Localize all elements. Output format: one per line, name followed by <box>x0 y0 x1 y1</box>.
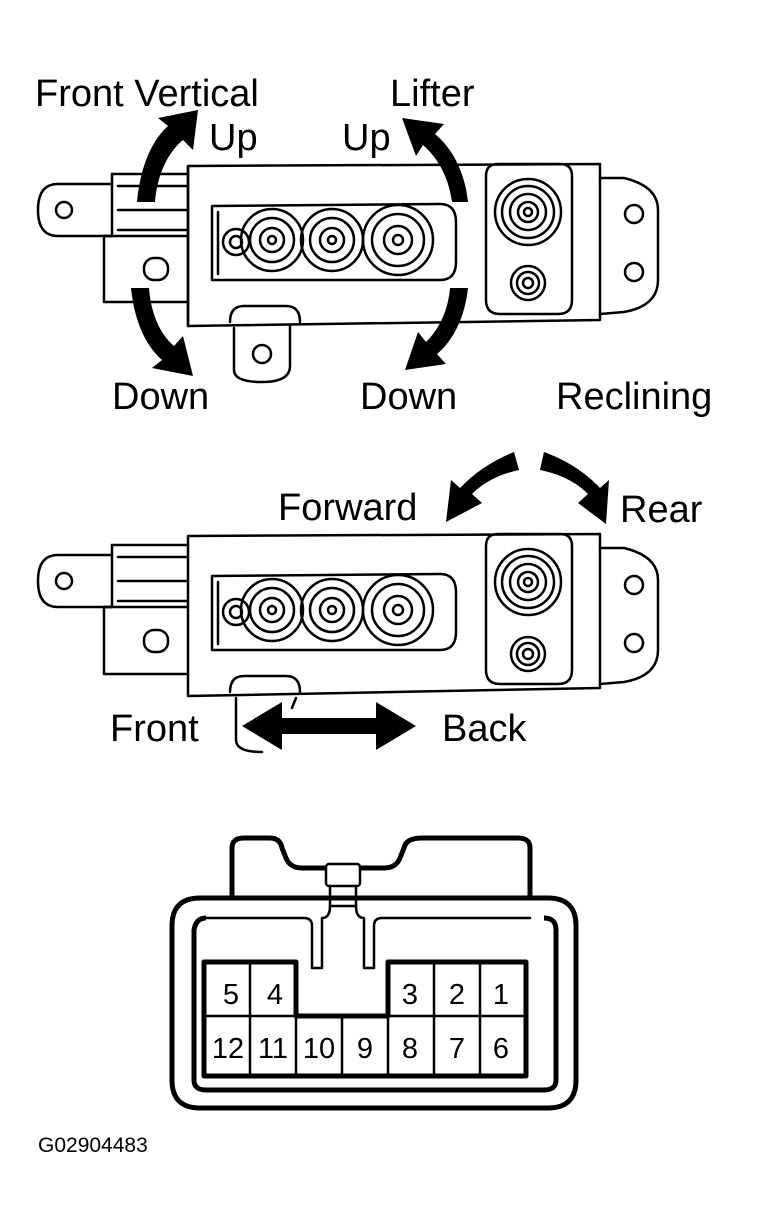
pin-3: 3 <box>402 979 418 1011</box>
mid-rear-vertical-knob <box>361 573 435 647</box>
pin-7: 7 <box>449 1033 465 1065</box>
pin-12: 12 <box>212 1033 244 1065</box>
forward-arrow <box>446 452 519 522</box>
front-vertical-down-arrow <box>131 288 193 376</box>
reclining-knob <box>493 177 563 247</box>
connector <box>169 835 579 1111</box>
back-label: Back <box>442 708 527 750</box>
pin-4: 4 <box>267 979 283 1011</box>
rear-arrow <box>540 452 609 524</box>
rear-vertical-knob <box>361 203 435 277</box>
middle-switch-body <box>36 532 660 754</box>
mid-lumbar-knob <box>509 635 547 673</box>
figure-code: G02904483 <box>38 1134 148 1157</box>
slide-knob <box>299 207 365 273</box>
lifter-down-arrow <box>405 288 468 370</box>
mid-slide-knob <box>299 577 365 643</box>
front-back-arrow <box>242 702 416 750</box>
lifter-down-label: Down <box>360 376 457 418</box>
lifter-knob <box>239 207 305 273</box>
lifter-up-arrow <box>402 118 468 202</box>
pin-11: 11 <box>258 1033 288 1065</box>
pin-8: 8 <box>402 1033 418 1065</box>
pin-5: 5 <box>223 979 239 1011</box>
front-vertical-up-arrow <box>137 110 198 202</box>
pin-10: 10 <box>303 1033 335 1065</box>
front-vertical-label: Front Vertical <box>35 73 259 115</box>
front-label: Front <box>110 708 199 750</box>
lifter-label: Lifter <box>390 73 475 115</box>
front-vertical-knob <box>221 227 251 257</box>
reclining-label: Reclining <box>556 376 712 418</box>
forward-label: Forward <box>278 487 417 529</box>
pin-9: 9 <box>357 1033 373 1065</box>
mid-lifter-knob <box>239 577 305 643</box>
top-switch-body <box>36 162 660 384</box>
lumbar-knob <box>509 264 547 302</box>
front-up-label: Up <box>209 117 258 159</box>
front-down-label: Down <box>112 376 209 418</box>
pin-2: 2 <box>449 979 465 1011</box>
rear-label: Rear <box>620 489 703 531</box>
mid-reclining-knob <box>493 547 563 617</box>
mid-front-vertical-knob <box>221 597 251 627</box>
pin-1: 1 <box>493 979 509 1011</box>
lifter-up-label: Up <box>342 117 391 159</box>
pin-6: 6 <box>493 1033 509 1065</box>
